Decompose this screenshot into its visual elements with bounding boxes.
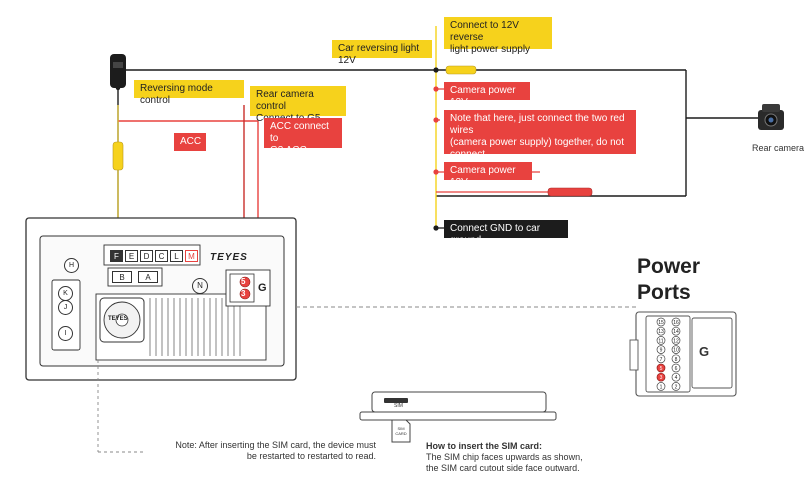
sim-howto: How to insert the SIM card: The SIM chip… (426, 441, 606, 474)
pin-3-dot (239, 288, 251, 300)
sim-howto-title: How to insert the SIM card: (426, 441, 543, 451)
svg-text:6: 6 (675, 366, 678, 372)
power-pin-4: 4 (671, 372, 681, 382)
power-pin-1: 1 (656, 382, 666, 391)
svg-text:7: 7 (660, 357, 663, 363)
svg-text:5: 5 (660, 366, 663, 372)
power-pin-8: 8 (671, 354, 681, 364)
port-e: E (125, 250, 138, 262)
port-f: F (110, 250, 123, 262)
port-m: M (185, 250, 198, 262)
sim-slot-label: SIM (394, 403, 403, 409)
port-a: A (138, 271, 158, 283)
side-port-j: J (58, 300, 73, 315)
label-acc: ACC (174, 133, 206, 151)
power-ports-title-1: Power (637, 255, 701, 278)
label-camera-power-bottom: Camera power 12V (444, 162, 532, 188)
fan-brand: TEYES (108, 316, 128, 322)
port-d: D (140, 250, 153, 262)
side-port-i: I (58, 326, 73, 341)
pin-grid: 15 13 11 9 7 5 3 1 16 14 12 10 8 6 4 2 (656, 317, 681, 391)
port-block-mid (107, 267, 163, 287)
n-port: N (192, 278, 208, 294)
sim-howto-line-1: The SIM chip faces upwards as shown, (426, 452, 583, 462)
svg-text:3: 3 (660, 375, 663, 381)
power-pin-16: 16 (671, 317, 681, 327)
sim-card-icon (391, 419, 411, 443)
sim-card-label: SIM CARD (395, 426, 407, 436)
power-pin-15: 15 (656, 317, 666, 327)
label-rear-camera-control: Rear camera control Connect to G5 (250, 86, 346, 124)
port-l: L (170, 250, 183, 262)
power-pin-13: 13 (656, 326, 666, 336)
power-port-connector (629, 311, 737, 397)
svg-text:1: 1 (660, 384, 663, 390)
sim-restart-note: Note: After inserting the SIM card, the … (175, 440, 376, 461)
port-c: C (155, 250, 168, 262)
connector-top-left (110, 54, 126, 88)
junction-dot (433, 117, 439, 123)
power-pin-9: 9 (656, 345, 666, 354)
svg-text:2: 2 (675, 384, 678, 390)
junction-dot (433, 169, 439, 175)
power-pin-7: 7 (656, 354, 666, 364)
label-rear-camera: Rear camera (752, 143, 805, 153)
power-ports-title-2: Ports (637, 281, 691, 304)
label-acc-connect: ACC connect to G3 ACC (264, 118, 342, 156)
connector-acc-yellow (112, 141, 124, 171)
svg-text:12: 12 (673, 338, 679, 344)
g-port-label: G (258, 282, 267, 294)
svg-text:8: 8 (675, 357, 678, 363)
power-pin-10: 10 (671, 345, 681, 354)
sim-howto-line-2: the SIM card cutout side face outward. (426, 463, 580, 473)
junction-dot (433, 225, 439, 231)
label-note-red-wires: Note that here, just connect the two red… (444, 110, 636, 172)
power-pin-2: 2 (671, 382, 681, 391)
label-car-reversing-light: Car reversing light 12V (332, 40, 432, 66)
svg-text:4: 4 (675, 375, 678, 381)
head-unit (25, 217, 297, 381)
junction-dot (433, 67, 439, 73)
svg-text:11: 11 (658, 338, 663, 344)
pin-3-label: 3 (241, 289, 246, 298)
side-port-h: H (64, 258, 79, 273)
power-pin-12: 12 (671, 336, 681, 345)
sim-tray (359, 391, 557, 421)
label-reversing-mode-control: Reversing mode control (134, 80, 244, 106)
pin-5-dot (239, 276, 251, 288)
svg-text:14: 14 (673, 329, 679, 335)
power-pin-5: 5 (656, 363, 666, 373)
head-unit-brand: TEYES (210, 252, 248, 263)
connector-reverse-yellow (445, 65, 477, 75)
power-pin-3: 3 (656, 372, 666, 382)
side-port-k: K (58, 286, 73, 301)
power-port-letter: G (699, 344, 710, 359)
svg-text:9: 9 (660, 348, 663, 354)
junction-dot (433, 86, 439, 92)
label-camera-power-top: Camera power 12V (444, 82, 530, 108)
power-pin-14: 14 (671, 326, 681, 336)
connector-camera-power-red (547, 187, 593, 197)
rear-camera-icon (758, 104, 784, 130)
power-pin-6: 6 (671, 363, 681, 373)
svg-text:10: 10 (673, 348, 679, 354)
pin-5-label: 5 (241, 277, 246, 286)
junction-dot (115, 85, 121, 91)
port-b: B (112, 271, 132, 283)
label-connect-12v-reverse: Connect to 12V reverse light power suppl… (444, 17, 552, 55)
svg-text:13: 13 (658, 329, 664, 335)
svg-text:15: 15 (658, 320, 664, 326)
vent-slots (149, 298, 241, 356)
label-connect-gnd: Connect GND to car ground (444, 220, 568, 246)
power-pin-11: 11 (656, 336, 666, 345)
svg-text:16: 16 (673, 320, 679, 326)
